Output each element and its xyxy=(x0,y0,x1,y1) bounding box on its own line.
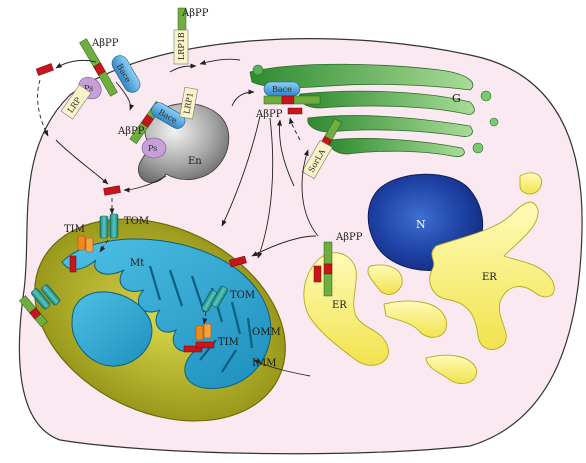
abpp-fragment-mito-top xyxy=(69,255,77,273)
abpp-label-topleft: AβPP xyxy=(91,38,119,49)
abpp-label-top: AβPP xyxy=(181,8,209,19)
bace-golgi: Bace xyxy=(263,81,301,97)
mito-label: Mt xyxy=(130,258,144,269)
lrp1-label: LRP1 xyxy=(182,92,195,115)
abpp-er xyxy=(323,241,333,297)
lrp-membrane: LRP xyxy=(60,84,92,120)
inner-membrane xyxy=(61,238,272,389)
er-label-left: ER xyxy=(332,300,347,311)
lrp1b-label: LRP1B xyxy=(177,32,186,60)
abpp-label-endosome: AβPP xyxy=(117,126,145,137)
ps-label-membrane: Ps xyxy=(84,84,93,93)
lrp1b-receptor: LRP1B AβPP xyxy=(173,7,209,65)
arrows xyxy=(37,58,319,377)
tom-label-top: TOM xyxy=(124,216,149,227)
tom-complex-right: TOM xyxy=(200,285,255,312)
ps-label-endosome: Ps xyxy=(148,144,157,153)
lrp1-endosome: LRP1 xyxy=(179,86,199,120)
golgi-label: G xyxy=(452,92,461,105)
abpp-fragment-cytosol-1 xyxy=(35,63,54,76)
abpp-fragment-mito-right xyxy=(183,341,215,353)
abpp-mito-left xyxy=(19,295,48,328)
imm-label: IMM xyxy=(252,358,276,369)
presenilin-endosome: Ps xyxy=(141,137,167,159)
bace-endosome: Bace xyxy=(151,102,186,129)
mitochondrion: Mt OMM IMM xyxy=(34,218,286,422)
abpp-fragment-er xyxy=(313,265,322,283)
tom-label-right: TOM xyxy=(230,290,255,301)
abpp-fragment-cytosol-2 xyxy=(103,185,121,196)
omm-label: OMM xyxy=(252,327,281,338)
abpp-label-er: AβPP xyxy=(335,232,363,243)
tom-complex-top: TOM xyxy=(99,213,149,239)
tim-label-right: TIM xyxy=(218,337,239,348)
tim-complex-right: TIM xyxy=(195,323,239,348)
nucleus-label: N xyxy=(416,218,426,231)
abpp-label-golgi: AβPP xyxy=(255,109,283,120)
tom-complex-left xyxy=(31,284,61,310)
er-label-right: ER xyxy=(482,272,497,283)
abpp-fragment-golgi xyxy=(287,107,303,115)
tim-complex-top: TIM xyxy=(64,224,94,253)
bace-label-golgi: Bace xyxy=(272,85,292,94)
golgi-apparatus: G xyxy=(249,63,499,157)
bace-membrane: Bace xyxy=(111,55,141,93)
sorla-receptor: SorLA xyxy=(301,118,343,179)
tim-label-top: TIM xyxy=(64,224,85,235)
abpp-golgi xyxy=(263,95,321,105)
abpp-fragment-cytosol-3 xyxy=(228,255,247,268)
endosome-label: En xyxy=(188,156,202,167)
abpp-membrane-topleft xyxy=(79,38,118,97)
